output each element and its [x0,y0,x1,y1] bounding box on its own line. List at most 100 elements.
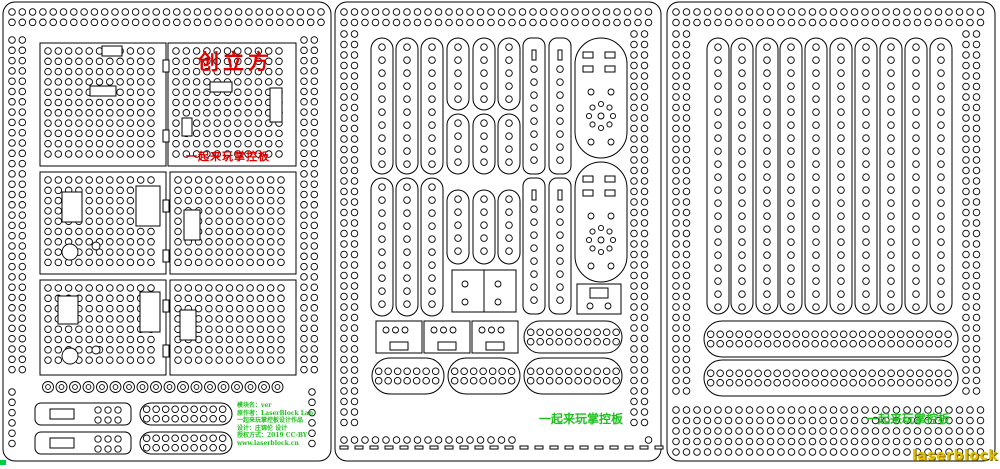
hole [972,177,981,185]
slot [604,189,616,197]
hole [937,134,945,142]
hole [630,30,638,38]
slot [179,309,197,341]
hole [787,199,795,207]
hole [306,18,315,27]
hole [205,217,213,225]
hole [972,250,981,259]
hole [350,187,359,196]
hole [300,180,308,188]
hole [277,304,285,313]
hole [912,199,920,207]
hole [934,330,943,339]
hole [85,150,93,158]
hole [18,283,27,291]
panel-3-label: 一起来玩掌控板 [866,412,951,426]
hole [518,18,527,27]
hole [44,217,52,225]
hole [882,437,890,446]
hole [142,8,150,16]
hole [861,427,869,435]
hole [735,437,743,446]
hole [480,221,488,229]
hole [972,187,981,196]
credit-line: 设计：庄锦伦 设计 [237,424,288,432]
hole [714,290,722,298]
hole [85,248,93,256]
hole [672,82,680,91]
hole [147,78,155,86]
hole [256,238,265,246]
hole [861,8,869,16]
hole [640,397,649,406]
hole [277,217,285,225]
long-strip [703,320,959,358]
hole [194,356,203,364]
hole [182,88,191,96]
hole [172,129,180,138]
hole [95,356,104,364]
hole [840,18,848,27]
hole [887,212,895,220]
hole [640,313,649,322]
hole [431,367,440,376]
hole [236,304,244,313]
hole [693,406,701,414]
hole [672,366,680,374]
hole [18,324,27,333]
hole [225,207,234,215]
hole [672,324,680,332]
hole [955,8,964,16]
hole [136,284,145,292]
hole [126,139,135,148]
hole [887,95,895,103]
hole [18,149,27,158]
hole [787,277,795,285]
hole [126,304,135,313]
hole [555,367,563,376]
hole [215,196,223,205]
hole [819,406,827,414]
hole [630,366,638,374]
hole [203,109,211,117]
hole [340,114,348,122]
hole [837,160,845,168]
hole [640,51,649,59]
hole [773,340,781,348]
hole [955,416,964,425]
hole [300,201,308,209]
strip-part [472,113,496,175]
hole [203,88,211,96]
slot [89,85,117,97]
hole [640,124,649,133]
hole [116,207,124,215]
hole [126,227,135,236]
hole [714,251,722,259]
hole [812,160,820,168]
hole [508,436,516,444]
hole [497,18,506,27]
hole [340,366,348,374]
hole [428,196,436,204]
hole [839,369,848,378]
hole [428,82,436,90]
hole [454,82,462,90]
hole [640,114,649,122]
hole [903,427,911,435]
hole [962,324,970,332]
hole [234,8,243,16]
hole [95,315,104,323]
slot [49,437,75,449]
hole [454,158,462,166]
hole [862,212,870,220]
hole [903,18,911,27]
hole [937,212,945,220]
credit-line: 一起来玩掌控板设计作品 [237,417,304,425]
hole [714,406,722,414]
hole [787,18,796,27]
hole [944,340,952,348]
hole [763,379,772,387]
hole [106,129,114,138]
hole [672,187,680,196]
hole [754,330,762,339]
